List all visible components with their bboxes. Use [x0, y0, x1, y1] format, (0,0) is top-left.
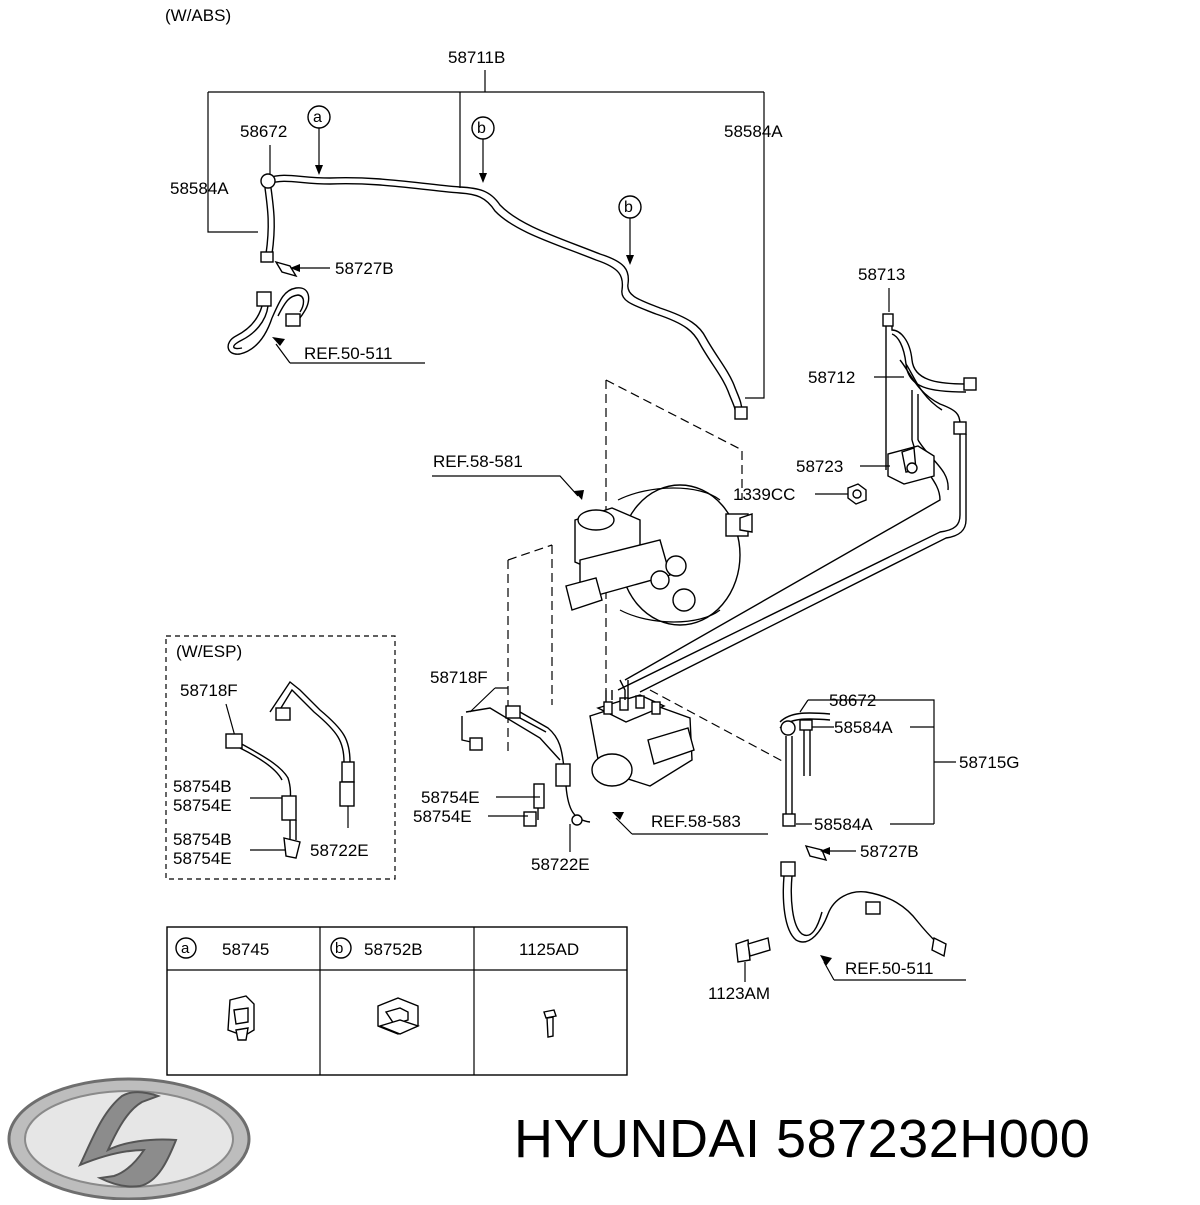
clip-58727b-top	[274, 260, 330, 278]
esp-label-58722e: 58722E	[310, 841, 369, 860]
guide-dash-left	[507, 544, 553, 752]
legend-a-callout	[175, 937, 197, 959]
svg-text:a: a	[181, 940, 190, 957]
brand-name: HYUNDAI	[514, 1109, 761, 1169]
label-58727b-top: 58727B	[335, 259, 394, 278]
guide-dash-right	[649, 689, 785, 763]
esp-label-58754e-2: 58754E	[173, 849, 232, 868]
flex-hose-bottom	[780, 861, 947, 958]
svg-text:b: b	[335, 940, 343, 957]
flex-hose-top	[227, 287, 310, 355]
legend-part-1125ad: 1125AD	[519, 940, 579, 959]
label-58584a-r1: 58584A	[834, 718, 893, 737]
label-1339cc: 1339CC	[733, 485, 795, 504]
legend-table: a 58745 b 58752B 1125AD	[166, 926, 628, 1076]
legend-part-58752b: 58752B	[364, 940, 423, 959]
label-58712: 58712	[808, 368, 855, 387]
brake-tube-58711b	[260, 173, 748, 420]
svg-text:b: b	[477, 120, 486, 137]
bracket-58711b	[207, 70, 765, 399]
label-58754e-a: 58754E	[421, 788, 480, 807]
clip-58727b-bottom	[804, 844, 856, 862]
legend-part-58745: 58745	[222, 940, 269, 959]
label-58727b-bottom: 58727B	[860, 842, 919, 861]
esp-box: (W/ESP) 58718F 58754B 58754E 58754B 5875…	[165, 635, 396, 880]
label-58713: 58713	[858, 265, 905, 284]
svg-text:b: b	[624, 199, 633, 216]
brake-tube-58715g	[779, 712, 831, 827]
brand-title: HYUNDAI 587232H000	[514, 1108, 1090, 1170]
label-ref50-top: REF.50-511	[304, 344, 393, 363]
clip-58752b-icon	[377, 997, 420, 1035]
legend-b-callout	[330, 937, 352, 959]
label-58715g: 58715G	[959, 753, 1020, 772]
label-58584a-left: 58584A	[170, 179, 229, 198]
bolt-1125ad-icon	[543, 1009, 557, 1038]
hecu-lines	[605, 679, 629, 702]
label-58754e-b: 58754E	[413, 807, 472, 826]
bolt-1123am	[735, 937, 771, 963]
label-58722e-mid: 58722E	[531, 855, 590, 874]
label-1123am: 1123AM	[708, 984, 770, 1003]
esp-label-58754e-1: 58754E	[173, 796, 232, 815]
hecu-module	[589, 694, 695, 787]
clip-58745-icon	[227, 995, 255, 1041]
label-ref58-581: REF.58-581	[433, 452, 523, 471]
label-58711b: 58711B	[448, 48, 505, 67]
brake-line-58718f	[461, 705, 591, 827]
bracket-58723	[887, 445, 935, 485]
label-ref50-bottom: REF.50-511	[845, 959, 934, 978]
label-58672-top: 58672	[240, 122, 287, 141]
esp-title: (W/ESP)	[176, 642, 242, 661]
svg-text:a: a	[313, 109, 322, 126]
label-58584a-r2: 58584A	[814, 815, 873, 834]
esp-label-58718f: 58718F	[180, 681, 238, 700]
brake-booster	[617, 484, 753, 626]
label-58584a-right: 58584A	[724, 122, 783, 141]
callout-b-mid: b	[618, 195, 642, 265]
hyundai-logo	[7, 1077, 251, 1201]
label-58718f-mid: 58718F	[430, 668, 488, 687]
label-ref58-583: REF.58-583	[651, 812, 741, 831]
esp-label-58754b-2: 58754B	[173, 830, 232, 849]
nut-1339cc	[847, 483, 867, 505]
esp-label-58754b-1: 58754B	[173, 777, 232, 796]
part-number: 587232H000	[776, 1109, 1091, 1169]
callout-a-top: a	[307, 105, 331, 175]
label-58723: 58723	[796, 457, 843, 476]
master-cylinder	[565, 507, 696, 612]
variant-abs-label: (W/ABS)	[165, 6, 231, 25]
callout-b-top: b	[471, 116, 495, 183]
